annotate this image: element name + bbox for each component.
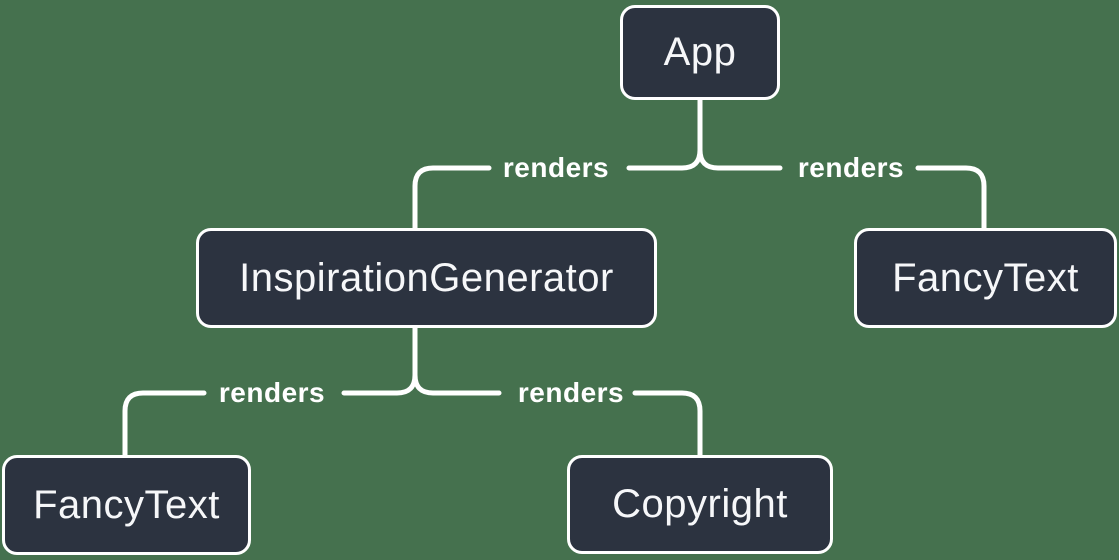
edge-label-app-inspiration-generator: renders [502,152,610,183]
edge-label-app-fancy-text: renders [797,152,905,183]
edge-inspiration-split-left-arm [341,372,418,396]
node-fancy-text-bottom: FancyText [2,455,251,555]
edge-app-split-right-arm [697,147,783,171]
node-copyright: Copyright [567,455,833,554]
edge-label-inspiration-fancy-text: renders [218,377,326,408]
edge-inspiration-split-right-arm [412,372,502,396]
node-app: App [620,5,780,100]
edge-app-split-left-arm [626,97,703,171]
edge-into-inspiration-generator [412,165,492,231]
node-app-label: App [663,30,737,74]
edge-into-copyright [632,390,703,458]
node-fancy-text-bottom-label: FancyText [33,482,220,527]
node-inspiration-generator: InspirationGenerator [196,228,657,328]
node-fancy-text-top-label: FancyText [892,255,1079,300]
edge-into-fancy-text-bottom [122,390,207,458]
edge-into-fancy-text-top [915,165,987,231]
edge-label-inspiration-copyright: renders [517,377,625,408]
node-inspiration-generator-label: InspirationGenerator [239,255,614,300]
node-copyright-label: Copyright [612,482,788,526]
node-fancy-text-top: FancyText [854,228,1117,328]
